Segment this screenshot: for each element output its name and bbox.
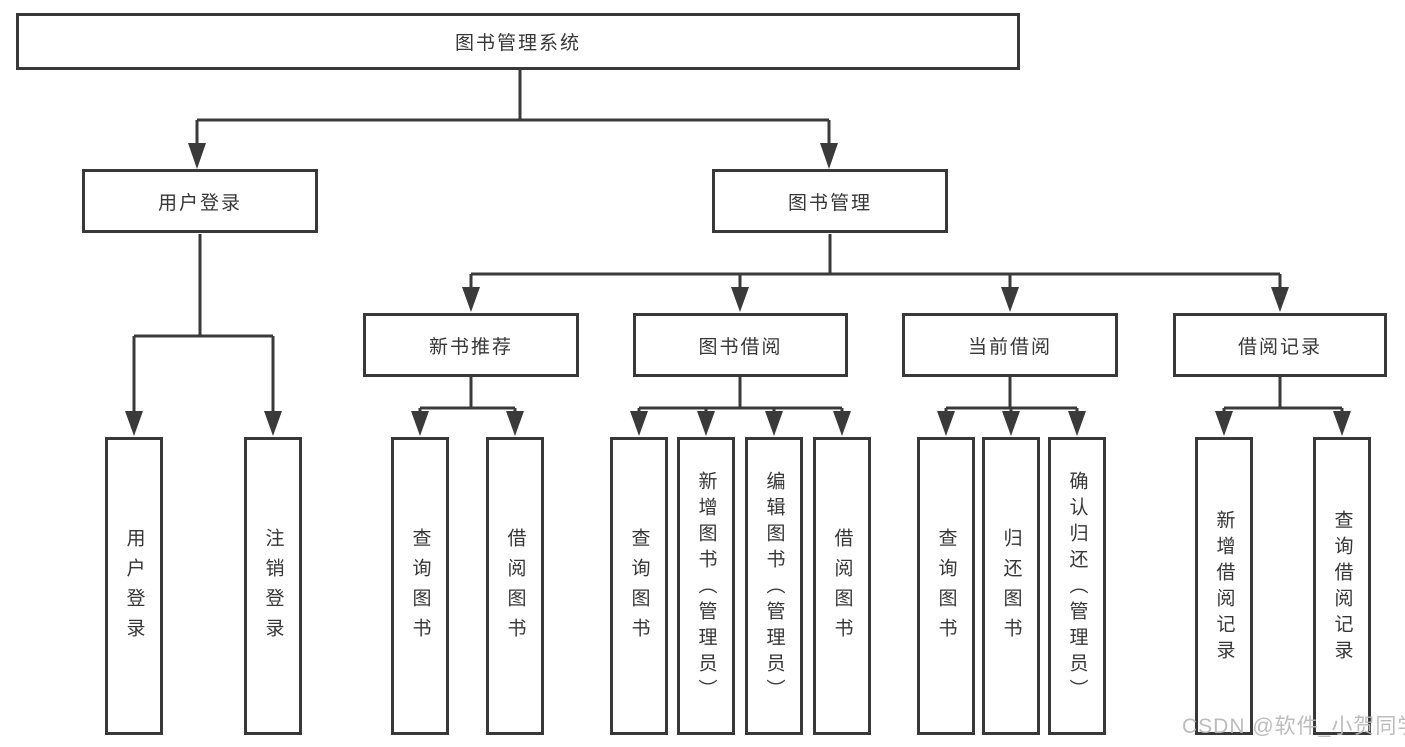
connector-root-to-level1 — [188, 70, 838, 169]
leaf-query-books-recommend: 查询图书 — [391, 437, 449, 735]
node-borrowing-records: 借阅记录 — [1173, 313, 1387, 377]
leaf-borrow-books-recommend: 借阅图书 — [486, 437, 544, 735]
leaf-borrow-books: 借阅图书 — [813, 437, 871, 735]
leaf-add-borrow-record: 新增借阅记录 — [1195, 437, 1253, 735]
connector-book-management-to-level2 — [462, 234, 1289, 312]
connector-user-login-to-leaves — [125, 234, 282, 436]
connector-current-borrowing-to-leaves — [937, 377, 1086, 436]
leaf-user-login: 用户登录 — [105, 437, 163, 735]
leaf-return-books: 归还图书 — [982, 437, 1040, 735]
leaf-confirm-return-admin: 确认归还（管理员） — [1048, 437, 1106, 735]
connector-borrowing-records-to-leaves — [1215, 377, 1351, 436]
node-book-management: 图书管理 — [712, 169, 948, 233]
node-book-borrowing: 图书借阅 — [633, 313, 848, 377]
node-root-library-management-system: 图书管理系统 — [16, 13, 1020, 70]
node-user-login: 用户登录 — [82, 169, 318, 233]
leaf-query-borrow-record: 查询借阅记录 — [1313, 437, 1371, 735]
connector-new-book-recommend-to-leaves — [411, 377, 524, 436]
node-new-book-recommend: 新书推荐 — [363, 313, 579, 377]
leaf-edit-books-admin: 编辑图书（管理员） — [745, 437, 803, 735]
csdn-watermark: CSDN @软件_小贺同学 — [1182, 715, 1405, 738]
node-current-borrowing: 当前借阅 — [902, 313, 1118, 377]
leaf-query-books-current: 查询图书 — [917, 437, 975, 735]
connector-book-borrowing-to-leaves — [630, 377, 851, 436]
leaf-logout: 注销登录 — [244, 437, 302, 735]
leaf-query-books-borrowing: 查询图书 — [610, 437, 668, 735]
leaf-add-books-admin: 新增图书（管理员） — [677, 437, 735, 735]
